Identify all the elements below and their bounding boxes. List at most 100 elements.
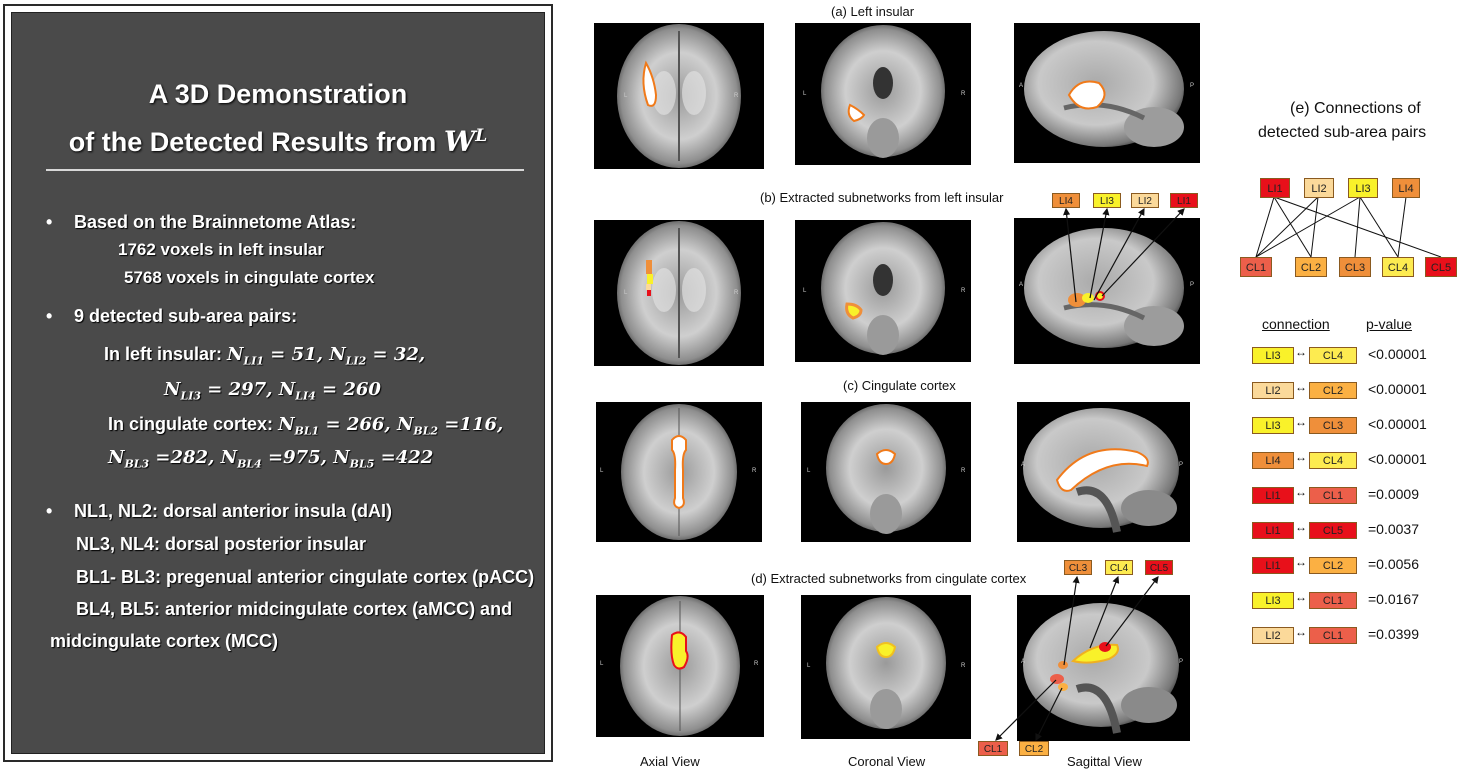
conn-row-5-arrow: ↔ [1295, 485, 1307, 499]
conn-row-4-pvalue: <0.00001 [1368, 451, 1427, 467]
li-counts-line1: In left insular: NLI1 = 51, NLI2 = 32, [104, 344, 425, 368]
node-cl5: CL5 [1425, 257, 1457, 277]
node-li4: LI4 [1392, 178, 1420, 198]
bl-counts-1: NBL1 = 266, NBL2 =116, [278, 414, 504, 438]
region-def-5: midcingulate cortex (MCC) [50, 631, 279, 651]
conn-row-5-from: LI1 [1252, 487, 1294, 504]
slice-c-sagittal: A P [1017, 402, 1190, 542]
orient-l-c1: L [600, 468, 604, 474]
li-counts-1: NLI1 = 51, NLI2 = 32, [227, 344, 426, 368]
conn-row-9-arrow: ↔ [1295, 625, 1307, 639]
voxels-insular: 1762 voxels in left insular [118, 240, 324, 259]
conn-row-4-to: CL4 [1309, 452, 1357, 469]
view-label-axial: Axial View [640, 754, 700, 769]
orient-p-c3: P [1179, 462, 1184, 468]
orient-r-d2: R [961, 663, 966, 669]
tag-d-cl1: CL1 [978, 741, 1008, 756]
caption-b: (b) Extracted subnetworks from left insu… [760, 190, 1004, 205]
voxels-cingulate: 5768 voxels in cingulate cortex [124, 268, 375, 287]
conn-row-5-to: CL1 [1309, 487, 1357, 504]
conn-row-4-arrow: ↔ [1295, 450, 1307, 464]
orient-r-a1: R [734, 93, 739, 99]
slice-c-axial: L R [596, 402, 762, 542]
conn-row-8-to: CL1 [1309, 592, 1357, 609]
bullet-atlas: Based on the Brainnetome Atlas: [74, 212, 357, 232]
orient-l-d1: L [600, 661, 604, 667]
bullet-dot-1: • [46, 212, 53, 232]
node-li1: LI1 [1260, 178, 1290, 198]
orient-r-b2: R [961, 288, 966, 294]
orient-r-c2: R [961, 468, 966, 474]
orient-p-a3: P [1190, 83, 1195, 89]
orient-p-d3: P [1179, 659, 1184, 665]
panel-title-superscript: L [475, 126, 488, 146]
conn-row-8-pvalue: =0.0167 [1368, 591, 1419, 607]
slice-a-sagittal: A P [1014, 23, 1200, 163]
region-def-2: NL3, NL4: dorsal posterior insular [76, 534, 367, 554]
caption-c: (c) Cingulate cortex [843, 378, 956, 393]
conn-row-3-arrow: ↔ [1295, 415, 1307, 429]
slice-b-sagittal: A P [1014, 218, 1200, 364]
orient-r-d1: R [754, 661, 759, 667]
orient-a-c3: A [1021, 462, 1026, 468]
col-connection: connection [1262, 316, 1330, 332]
li-prefix: In left insular: [104, 344, 223, 364]
li-counts-line2: NLI3 = 297, NLI4 = 260 [164, 379, 381, 403]
conn-row-1-from: LI3 [1252, 347, 1294, 364]
conn-title-1: (e) Connections of [1290, 100, 1421, 117]
orient-r-c1: R [752, 468, 757, 474]
title-divider [46, 169, 524, 171]
conn-row-6-arrow: ↔ [1295, 520, 1307, 534]
caption-a: (a) Left insular [831, 4, 915, 19]
tag-b-li2: LI2 [1131, 193, 1159, 208]
orient-a-b3: A [1019, 282, 1024, 288]
conn-row-7-from: LI1 [1252, 557, 1294, 574]
node-cl4: CL4 [1382, 257, 1414, 277]
conn-row-9-pvalue: =0.0399 [1368, 626, 1419, 642]
orient-l-a2: L [803, 91, 807, 97]
node-cl2: CL2 [1295, 257, 1327, 277]
tag-b-li3: LI3 [1093, 193, 1121, 208]
orient-l-d2: L [807, 663, 811, 669]
conn-row-2-arrow: ↔ [1295, 380, 1307, 394]
conn-row-8-arrow: ↔ [1295, 590, 1307, 604]
view-label-sagittal: Sagittal View [1067, 754, 1142, 769]
conn-row-9-from: LI2 [1252, 627, 1294, 644]
conn-row-3-pvalue: <0.00001 [1368, 416, 1427, 432]
orient-r-b1: R [734, 290, 739, 296]
orient-l-b2: L [803, 288, 807, 294]
conn-title-2: detected sub-area pairs [1258, 124, 1427, 141]
panel-title-line1: A 3D Demonstration [148, 79, 408, 109]
node-cl1: CL1 [1240, 257, 1272, 277]
node-li2: LI2 [1304, 178, 1334, 198]
conn-row-1-arrow: ↔ [1295, 345, 1307, 359]
bullet-dot-3: • [46, 501, 53, 521]
region-def-1: NL1, NL2: dorsal anterior insula (dAI) [74, 501, 393, 521]
conn-row-5-pvalue: =0.0009 [1368, 486, 1419, 502]
conn-row-9-to: CL1 [1309, 627, 1357, 644]
slice-d-sagittal: A P [1017, 595, 1190, 741]
conn-row-4-from: LI4 [1252, 452, 1294, 469]
node-li3: LI3 [1348, 178, 1378, 198]
summary-panel: A 3D Demonstration of the Detected Resul… [3, 4, 553, 762]
orient-a-d3: A [1021, 659, 1026, 665]
panel-title-text: of the Detected Results from [68, 127, 437, 157]
tag-d-cl4: CL4 [1105, 560, 1133, 575]
conn-row-7-to: CL2 [1309, 557, 1357, 574]
conn-row-6-pvalue: =0.0037 [1368, 521, 1419, 537]
summary-panel-inner: A 3D Demonstration of the Detected Resul… [11, 12, 545, 754]
conn-row-2-from: LI2 [1252, 382, 1294, 399]
bl-counts-line2: NBL3 =282, NBL4 =975, NBL5 =422 [108, 447, 434, 471]
bullet-subarea-pairs: 9 detected sub-area pairs: [74, 306, 298, 326]
conn-row-3-to: CL3 [1309, 417, 1357, 434]
slice-c-coronal: L R [801, 402, 971, 542]
node-cl3: CL3 [1339, 257, 1371, 277]
conn-row-6-to: CL5 [1309, 522, 1357, 539]
tag-d-cl5: CL5 [1145, 560, 1173, 575]
region-def-4: BL4, BL5: anterior midcingulate cortex (… [76, 599, 513, 619]
tag-b-li4: LI4 [1052, 193, 1080, 208]
col-pvalue: p-value [1366, 316, 1412, 332]
conn-row-1-pvalue: <0.00001 [1368, 346, 1427, 362]
orient-p-b3: P [1190, 282, 1195, 288]
